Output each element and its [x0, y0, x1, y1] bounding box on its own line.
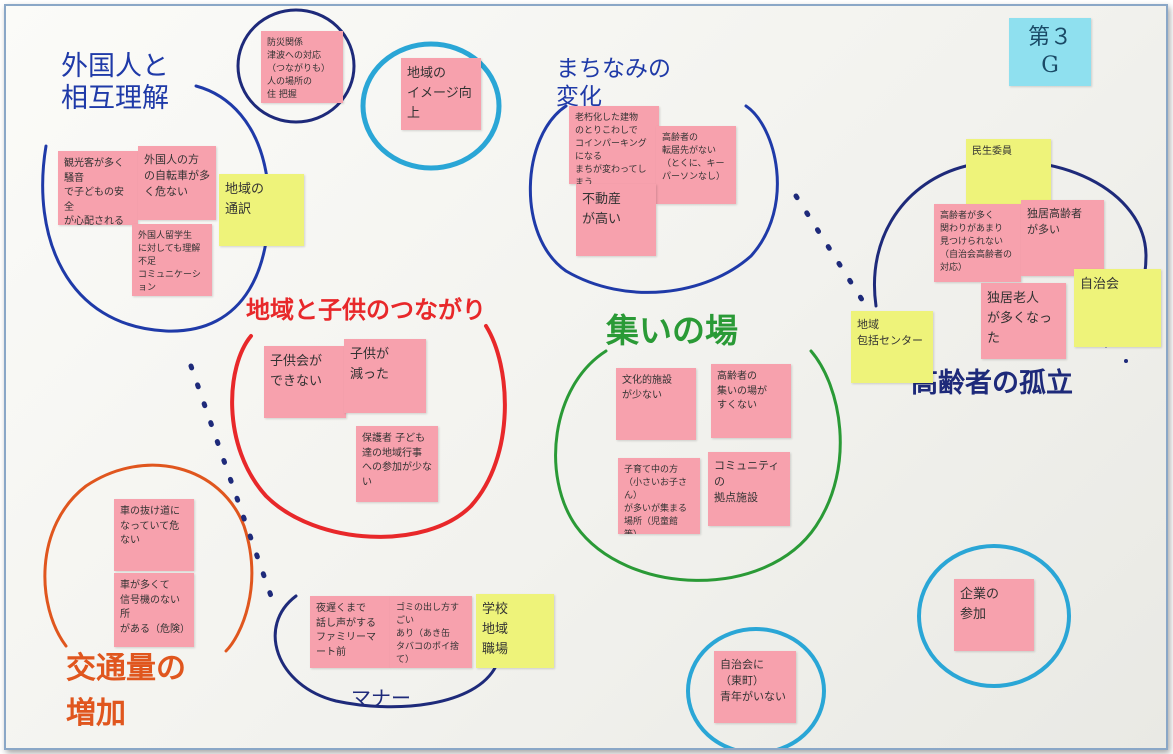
- dotted-connector-west: [188, 363, 274, 599]
- note-culture-facilities: 文化的施設 が少ない: [616, 368, 696, 440]
- lightblue-circle-assoc: [686, 627, 826, 748]
- note-old-buildings: 老朽化した建物 のとりこわしで コインパーキングになる まちが変わってしまう: [569, 106, 659, 184]
- title-elderly: 高齢者の孤立: [911, 368, 1073, 399]
- note-companies: 企業の 参加: [954, 579, 1034, 651]
- note-kids-club: 子供会が できない: [264, 346, 346, 418]
- note-foreign-students: 外国人留学生 に対しても理解 不足 コミュニケーション: [132, 224, 212, 296]
- note-guardians: 保護者 子ども 達の地域行事 への参加が少ない: [356, 426, 438, 502]
- note-single-elderly: 独居高齢者 が多い: [1021, 200, 1104, 276]
- note-image-up: 地域の イメージ向上: [401, 58, 481, 130]
- note-living-alone: 独居老人 が多くなった: [981, 283, 1066, 359]
- lightblue-circle-image: [360, 41, 502, 171]
- note-fewer-kids: 子供が 減った: [344, 339, 426, 413]
- note-parenting: 子育て中の方 （小さいお子さん） が多いが集まる 場所（児童館等） がない: [618, 458, 700, 534]
- note-commissioner: 民生委員: [966, 139, 1051, 211]
- group-tag: 第３ G: [1009, 18, 1091, 86]
- note-disaster: 防災関係 津波への対応 （つながりも） 人の場所の 住 把握: [261, 31, 343, 103]
- note-real-estate: 不動産 が高い: [576, 184, 656, 256]
- title-gathering: 集いの場: [606, 311, 738, 350]
- title-manners: マナー: [351, 686, 411, 710]
- note-tourists: 観光客が多く騒音 で子どもの安全 が心配される: [58, 151, 138, 225]
- note-foreign-traffic: 外国人の方 の自転車が多 く危ない: [138, 146, 216, 220]
- lightblue-circle-companies: [917, 544, 1071, 688]
- blue-circle-townscape: [528, 104, 779, 294]
- marker-dot: [1124, 359, 1128, 363]
- note-area-situation: 地域の 通訳: [219, 174, 304, 246]
- title-foreigners: 外国人と 相互理解: [61, 51, 169, 115]
- title-children: 地域と子供のつながり: [246, 295, 486, 324]
- note-community-hub: コミュニティの 拠点施設: [708, 452, 790, 526]
- note-garbage: ゴミの出し方すごい あり（あき缶 タバコのポイ捨て）: [390, 596, 472, 668]
- navy-circle-disaster: [236, 8, 356, 124]
- note-school-work: 学校 地域 職場: [476, 594, 554, 668]
- red-circle-children: [230, 324, 507, 539]
- note-support-center: 地域 包括センター: [851, 311, 933, 383]
- note-elderly-many: 高齢者が多く 関わりがあまり 見つけられない （自治会高齢者の対応）: [934, 204, 1021, 282]
- note-elderly-gathering: 高齢者の 集いの場が すくない: [711, 364, 791, 438]
- note-elderly-housing: 高齢者の 転居先がない （とくに、キーパーソンなし）: [656, 126, 736, 204]
- navy-curve-manners: [273, 594, 498, 709]
- note-many-cars: 車が多くて 信号機のない所 がある（危険）: [114, 573, 194, 647]
- blue-circle-foreigners: [41, 84, 271, 333]
- dotted-connector-east: [793, 193, 869, 309]
- poster-board: 第３ G 外国人と 相互理解 まちなみの 変化 地域と子供のつながり 集いの場 …: [4, 4, 1168, 750]
- green-circle-gathering: [554, 349, 842, 582]
- note-neighborhood-assoc: 自治会: [1074, 269, 1161, 347]
- orange-circle-traffic: [43, 463, 254, 653]
- title-traffic: 交通量の 増加: [66, 651, 186, 731]
- note-narrow-road: 車の抜け道に なっていて危ない: [114, 499, 194, 571]
- note-assoc-youth: 自治会に （東町） 青年がいない: [714, 651, 796, 723]
- title-townscape: まちなみの 変化: [556, 56, 671, 110]
- note-loud-voices: 夜遅くまで 話し声がする ファミリーマート前: [310, 596, 390, 668]
